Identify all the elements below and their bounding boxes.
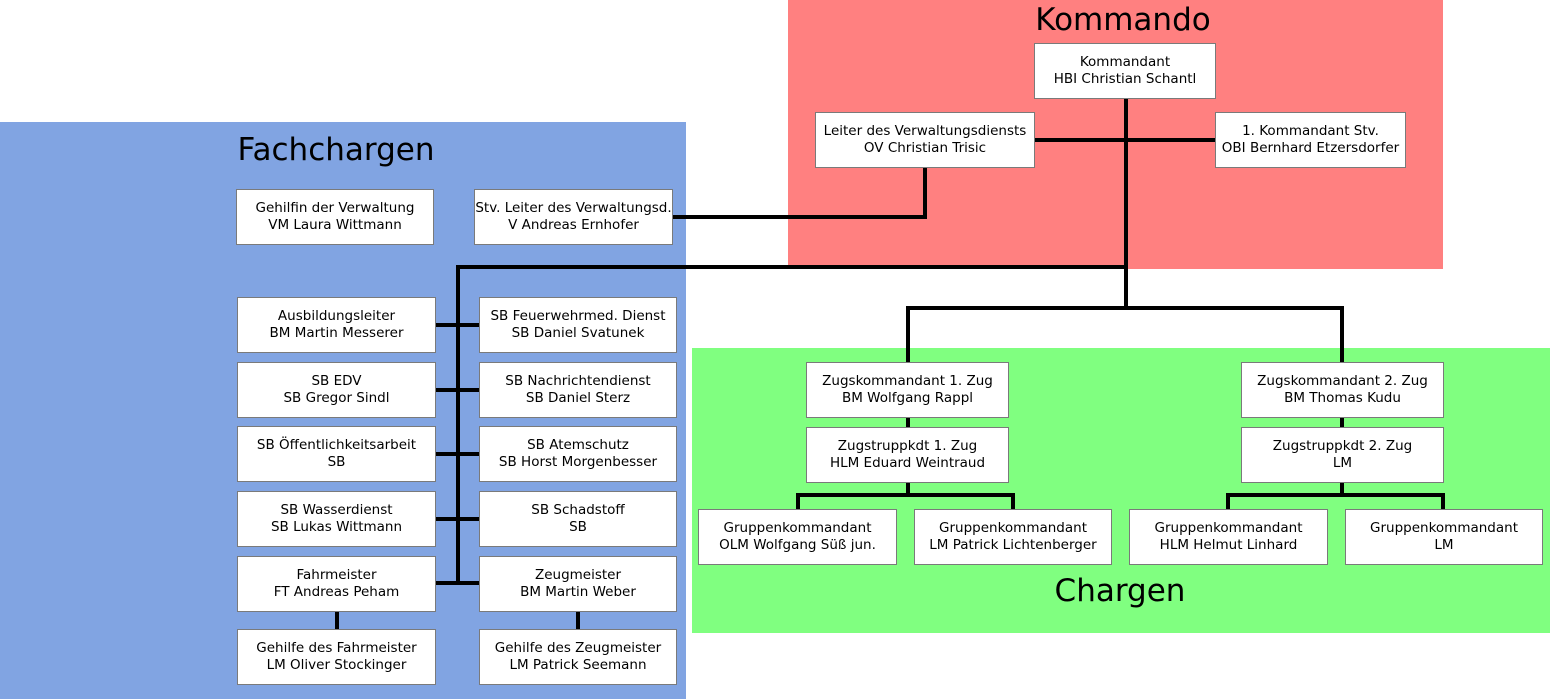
node-role: Stv. Leiter des Verwaltungsd. [475,200,672,216]
node-person: HLM Eduard Weintraud [829,455,986,471]
node-kommandant: Kommandant HBI Christian Schantl [1034,43,1216,99]
node-person: BM Wolfgang Rappl [841,390,974,406]
node-gruppenkdt-2a: Gruppenkommandant HLM Helmut Linhard [1129,509,1328,565]
node-person: HLM Helmut Linhard [1159,537,1298,553]
node-role: Gruppenkommandant [1154,520,1303,536]
node-person: LM [1434,537,1454,553]
node-role: Leiter des Verwaltungsdiensts [823,123,1027,139]
connector [906,306,1344,364]
node-role: Ausbildungsleiter [277,308,396,324]
node-person: V Andreas Ernhofer [508,217,639,233]
node-person: SB Horst Morgenbesser [498,454,658,470]
node-role: Zugstruppkdt 1. Zug [837,438,978,454]
node-person: LM Oliver Stockinger [266,657,407,673]
node-person: SB [569,519,587,535]
node-role: Zugskommandant 2. Zug [1257,373,1428,389]
node-person: OV Christian Trisic [863,140,987,156]
node-person: HBI Christian Schantl [1053,71,1197,87]
node-person: LM [1332,455,1353,471]
node-zugskommandant-2: Zugskommandant 2. Zug BM Thomas Kudu [1241,362,1444,418]
node-role: SB Feuerwehrmed. Dienst [490,308,666,324]
node-person: FT Andreas Peham [273,584,400,600]
node-role: Gehilfin der Verwaltung [255,200,415,216]
node-role: SB Nachrichtendienst [505,373,651,389]
node-role: Gruppenkommandant [723,520,872,536]
node-person: SB Gregor Sindl [283,390,390,406]
node-person: OBI Bernhard Etzersdorfer [1221,140,1400,156]
node-person: SB Lukas Wittmann [270,519,403,535]
node-person: BM Martin Messerer [269,325,404,341]
node-sb-atemschutz: SB Atemschutz SB Horst Morgenbesser [479,426,677,482]
node-fahrmeister: Fahrmeister FT Andreas Peham [237,556,436,612]
node-role: Kommandant [1079,54,1171,70]
node-stv-leiter-verwaltung: Stv. Leiter des Verwaltungsd. V Andreas … [474,189,673,245]
node-person: LM Patrick Lichtenberger [929,537,1097,553]
node-role: SB EDV [311,373,362,389]
node-zugstruppkdt-1: Zugstruppkdt 1. Zug HLM Eduard Weintraud [806,427,1009,483]
node-ausbildungsleiter: Ausbildungsleiter BM Martin Messerer [237,297,436,353]
node-person: SB Daniel Svatunek [511,325,645,341]
node-sb-feuerwehrmed: SB Feuerwehrmed. Dienst SB Daniel Svatun… [479,297,677,353]
node-role: SB Schadstoff [531,502,625,518]
node-role: Zeugmeister [534,567,622,583]
region-title-chargen: Chargen [1054,573,1186,609]
node-person: SB Daniel Sterz [525,390,631,406]
node-role: 1. Kommandant Stv. [1242,123,1379,139]
node-leiter-verwaltung: Leiter des Verwaltungsdiensts OV Christi… [815,112,1035,168]
node-zugskommandant-1: Zugskommandant 1. Zug BM Wolfgang Rappl [806,362,1009,418]
region-title-kommando: Kommando [1035,2,1211,38]
node-sb-oeffentlichkeitsarbeit: SB Öffentlichkeitsarbeit SB [237,426,436,482]
node-kommandant-stv: 1. Kommandant Stv. OBI Bernhard Etzersdo… [1215,112,1406,168]
node-role: Zugskommandant 1. Zug [822,373,993,389]
node-person: VM Laura Wittmann [268,217,402,233]
node-sb-nachrichtendienst: SB Nachrichtendienst SB Daniel Sterz [479,362,677,418]
node-gruppenkdt-1a: Gruppenkommandant OLM Wolfgang Süß jun. [698,509,897,565]
connector [796,493,1015,511]
connector [670,166,927,219]
node-gehilfin-verwaltung: Gehilfin der Verwaltung VM Laura Wittman… [236,189,434,245]
node-role: Zugstruppkdt 2. Zug [1272,438,1413,454]
node-role: SB Öffentlichkeitsarbeit [256,437,417,453]
node-role: Fahrmeister [296,567,377,583]
node-gruppenkdt-2b: Gruppenkommandant LM [1345,509,1543,565]
node-gehilfe-fahrmeister: Gehilfe des Fahrmeister LM Oliver Stocki… [237,629,436,685]
node-person: BM Thomas Kudu [1284,390,1401,406]
node-person: BM Martin Weber [520,584,636,600]
node-role: SB Atemschutz [527,437,629,453]
node-gehilfe-zeugmeister: Gehilfe des Zeugmeister LM Patrick Seema… [479,629,677,685]
node-sb-edv: SB EDV SB Gregor Sindl [237,362,436,418]
connector [456,265,1128,585]
node-sb-wasserdienst: SB Wasserdienst SB Lukas Wittmann [237,491,436,547]
node-role: Gruppenkommandant [939,520,1087,536]
node-role: Gruppenkommandant [1370,520,1518,536]
node-person: LM Patrick Seemann [509,657,647,673]
node-gruppenkdt-1b: Gruppenkommandant LM Patrick Lichtenberg… [914,509,1112,565]
node-sb-schadstoff: SB Schadstoff SB [479,491,677,547]
connector [1226,493,1445,511]
region-title-fachchargen: Fachchargen [237,132,435,168]
node-role: SB Wasserdienst [280,502,393,518]
node-zugstruppkdt-2: Zugstruppkdt 2. Zug LM [1241,427,1444,483]
node-zeugmeister: Zeugmeister BM Martin Weber [479,556,677,612]
node-person: SB [327,454,346,470]
node-role: Gehilfe des Fahrmeister [256,640,417,656]
node-role: Gehilfe des Zeugmeister [494,640,662,656]
node-person: OLM Wolfgang Süß jun. [719,537,876,553]
